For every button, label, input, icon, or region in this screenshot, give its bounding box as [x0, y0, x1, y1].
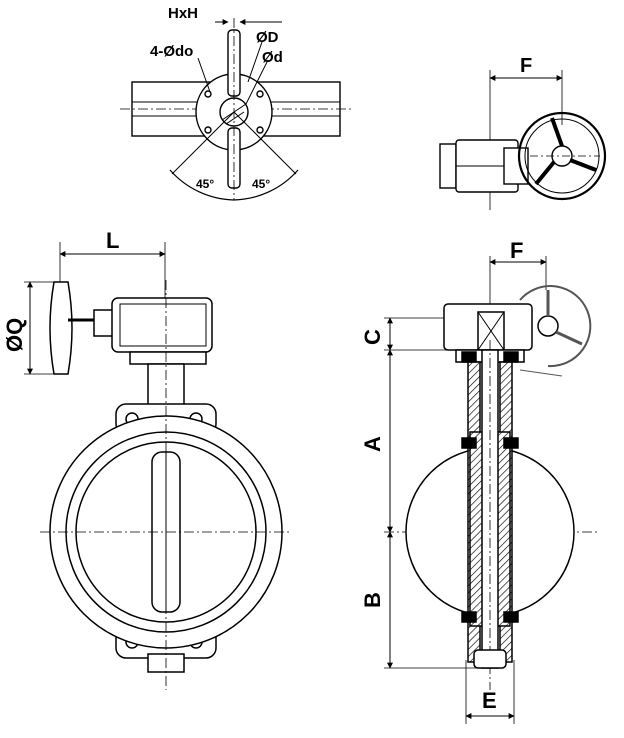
label-f-top: F	[520, 55, 532, 77]
label-e: E	[482, 688, 497, 713]
label-c: C	[360, 329, 385, 345]
gearbox-top-view	[439, 70, 607, 210]
label-angle-left: 45°	[196, 177, 214, 191]
label-a: A	[360, 436, 385, 452]
label-l: L	[106, 228, 119, 253]
valve-front-view	[24, 242, 290, 690]
top-view-flange	[120, 18, 352, 201]
label-od-big: ØD	[256, 29, 279, 46]
label-hxh: HxH	[168, 5, 198, 22]
label-f-side: F	[510, 238, 523, 263]
label-oq: ØQ	[2, 318, 27, 352]
label-od-small: Ød	[262, 49, 283, 66]
label-angle-right: 45°	[252, 177, 270, 191]
label-bolt-holes: 4-Ødo	[150, 43, 193, 60]
label-b: B	[360, 592, 385, 608]
valve-side-view	[384, 256, 600, 724]
